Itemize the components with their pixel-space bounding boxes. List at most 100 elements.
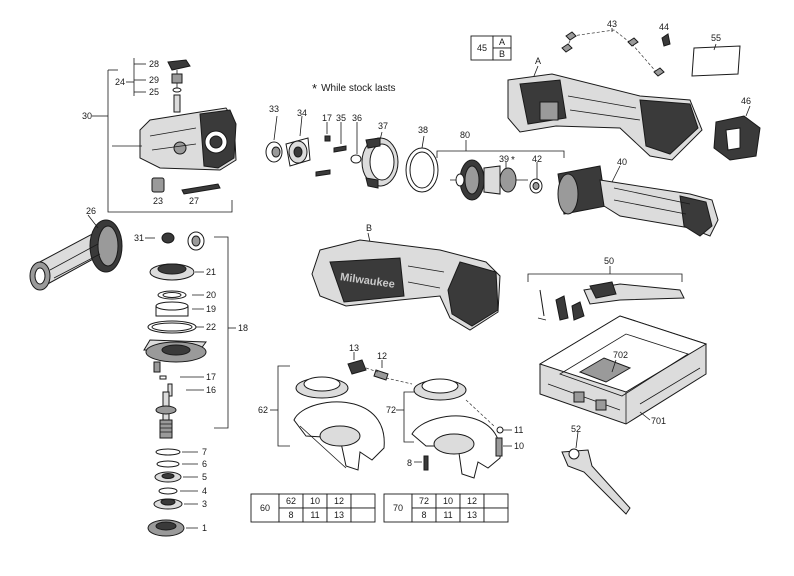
guard-62-bracket [270, 365, 290, 447]
leader-B [367, 232, 371, 243]
label-24: 24 [115, 77, 125, 87]
table-70-cell: 11 [443, 510, 452, 520]
label-12: 12 [377, 351, 387, 361]
table-60-id: 60 [260, 503, 270, 513]
label-A: A [535, 56, 541, 66]
cover-46 [713, 105, 761, 161]
label-22: 22 [206, 322, 216, 332]
table-70-cell: 12 [467, 496, 477, 506]
label-35: 35 [336, 113, 346, 123]
label-38: 38 [418, 125, 428, 135]
label-29: 29 [149, 75, 159, 85]
group-18-bracket [145, 236, 236, 429]
label-37: 37 [378, 121, 388, 131]
guard-72-bracket [396, 391, 414, 443]
label-31: 31 [134, 233, 144, 243]
label-43: 43 [607, 19, 617, 29]
label-40: 40 [617, 157, 627, 167]
box-45-number: 45 [477, 43, 487, 53]
group-80-bracket [436, 140, 565, 180]
housing-half-B [311, 239, 501, 331]
part-23 [151, 177, 165, 193]
guard-72 [411, 378, 501, 479]
table-70 [383, 493, 509, 523]
label-16: 16 [206, 385, 216, 395]
leader-55 [713, 43, 717, 51]
label-17a: 17 [322, 113, 332, 123]
label-55: 55 [711, 33, 721, 43]
spindle-stack-parts [143, 231, 207, 439]
label-39: 39 [499, 154, 509, 164]
stock-note-text: While stock lasts [321, 83, 396, 94]
label-701: 701 [651, 416, 666, 426]
label-18: 18 [238, 323, 248, 333]
label-23: 23 [153, 196, 163, 206]
table-70-cell: 13 [467, 510, 477, 520]
table-60-cell: 13 [334, 510, 344, 520]
label-34: 34 [297, 108, 307, 118]
label-20: 20 [206, 290, 216, 300]
label-27: 27 [189, 196, 199, 206]
label-6: 6 [202, 459, 207, 469]
ring-38 [405, 135, 439, 193]
label-B: B [366, 223, 372, 233]
label-52: 52 [571, 424, 581, 434]
table-70-cell: 72 [419, 496, 429, 506]
label-19: 19 [206, 304, 216, 314]
label-62: 62 [258, 405, 268, 415]
label-702: 702 [613, 350, 628, 360]
label-39-star: * [511, 155, 515, 166]
label-42: 42 [532, 154, 542, 164]
label-44: 44 [659, 22, 669, 32]
box-45-b: B [499, 49, 505, 59]
stock-note: *While stock lasts [312, 81, 396, 96]
label-21: 21 [206, 267, 216, 277]
label-36: 36 [352, 113, 362, 123]
latch-13-12 [347, 352, 413, 385]
group-30-bracket [92, 58, 233, 213]
table-70-id: 70 [393, 503, 403, 513]
table-60-cell: 11 [310, 510, 319, 520]
label-46: 46 [741, 96, 751, 106]
label-28: 28 [149, 59, 159, 69]
table-60-cell: 62 [286, 496, 296, 506]
label-72: 72 [386, 405, 396, 415]
label-17b: 17 [206, 372, 216, 382]
label-13: 13 [349, 343, 359, 353]
box-45 [470, 35, 512, 61]
label-4: 4 [202, 486, 207, 496]
nameplate-55 [691, 45, 741, 77]
fan-baffle-37 [361, 131, 399, 189]
label-80: 80 [460, 130, 470, 140]
pin-spring-8-10-11 [414, 426, 512, 471]
label-7: 7 [202, 447, 207, 457]
stator-40 [557, 165, 719, 237]
box-45-a: A [499, 37, 505, 47]
table-70-cell: 8 [421, 510, 426, 520]
armature-39 [450, 159, 543, 201]
table-60-cell: 12 [334, 496, 344, 506]
label-8: 8 [407, 458, 412, 468]
part-27-screw [181, 183, 221, 195]
wrench-52 [561, 431, 631, 515]
asterisk-icon: * [312, 81, 318, 96]
carry-case [538, 315, 708, 425]
label-1: 1 [202, 523, 207, 533]
label-26: 26 [86, 206, 96, 216]
housing-half-A [507, 73, 703, 161]
guard-62 [293, 376, 385, 471]
table-60-cell: 10 [310, 496, 320, 506]
table-70-cell: 10 [443, 496, 453, 506]
label-30: 30 [82, 111, 92, 121]
leader-A [533, 65, 539, 77]
label-33: 33 [269, 104, 279, 114]
spindle-lock-parts [167, 59, 191, 113]
gear-housing [112, 107, 237, 171]
table-60 [250, 493, 376, 523]
table-60-cell: 8 [288, 510, 293, 520]
group-50-bracket [527, 266, 683, 282]
label-10: 10 [514, 441, 524, 451]
label-50: 50 [604, 256, 614, 266]
label-5: 5 [202, 472, 207, 482]
